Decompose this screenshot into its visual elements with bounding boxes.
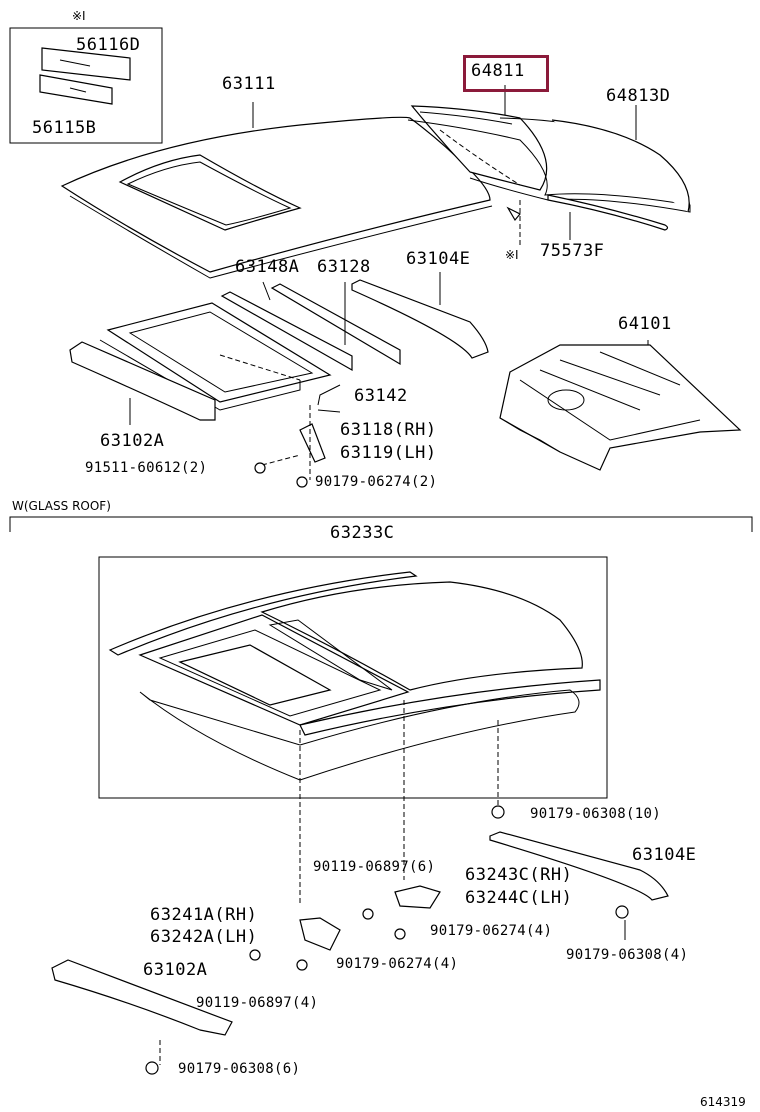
part-90119-06897-6[interactable]: 90119-06897(6) <box>313 859 436 875</box>
part-64101[interactable]: 64101 <box>618 314 672 334</box>
part-63142[interactable]: 63142 <box>354 386 408 406</box>
part-90179-06274-2[interactable]: 90179-06274(2) <box>315 474 438 490</box>
part-63102A[interactable]: 63102A <box>100 431 165 451</box>
part-64811[interactable]: 64811 <box>471 61 525 81</box>
part-63104E[interactable]: 63104E <box>406 249 471 269</box>
part-63111[interactable]: 63111 <box>222 74 276 94</box>
part-63241A-rh[interactable]: 63241A(RH) <box>150 905 258 925</box>
part-63244C-lh[interactable]: 63244C(LH) <box>465 888 573 908</box>
diagram-id: 614319 <box>700 1095 746 1109</box>
part-63104E-glass[interactable]: 63104E <box>632 845 697 865</box>
glass-roof-section-title: W(GLASS ROOF) <box>12 499 111 513</box>
part-63242A-lh[interactable]: 63242A(LH) <box>150 927 258 947</box>
inset-mark: ※I <box>72 9 86 23</box>
part-64813D[interactable]: 64813D <box>606 86 671 106</box>
part-63148A[interactable]: 63148A <box>235 257 300 277</box>
roof-panel-drawing <box>60 102 493 279</box>
part-56115B[interactable]: 56115B <box>32 118 97 138</box>
part-63243C-rh[interactable]: 63243C(RH) <box>465 865 573 885</box>
part-90179-06308-10[interactable]: 90179-06308(10) <box>530 806 661 822</box>
part-63119-lh[interactable]: 63119(LH) <box>340 443 437 463</box>
part-highlight-box <box>463 55 549 92</box>
roof-frame-drawing <box>69 272 649 480</box>
back-panel-drawing <box>499 344 742 471</box>
part-90179-06274-4a[interactable]: 90179-06274(4) <box>430 923 553 939</box>
part-56116D[interactable]: 56116D <box>76 35 141 55</box>
inset-box <box>9 27 163 144</box>
inset-marker-ref: ※I <box>505 248 519 262</box>
part-91511-60612[interactable]: 91511-60612(2) <box>85 460 208 476</box>
part-75573F[interactable]: 75573F <box>540 241 605 261</box>
part-63233C[interactable]: 63233C <box>330 523 395 543</box>
part-63128[interactable]: 63128 <box>317 257 371 277</box>
part-63102A-glass[interactable]: 63102A <box>143 960 208 980</box>
part-90119-06897-4[interactable]: 90119-06897(4) <box>196 995 319 1011</box>
part-90179-06274-4c[interactable]: 90179-06274(4) <box>336 956 459 972</box>
part-63118-rh[interactable]: 63118(RH) <box>340 420 437 440</box>
back-window-drawing <box>407 85 691 245</box>
glass-roof-section-bracket <box>9 516 753 532</box>
part-90179-06308-6[interactable]: 90179-06308(6) <box>178 1061 301 1077</box>
glass-roof-assembly-drawing <box>98 556 608 905</box>
glass-roof-lower-parts <box>51 462 669 1075</box>
part-90179-06308-4[interactable]: 90179-06308(4) <box>566 947 689 963</box>
